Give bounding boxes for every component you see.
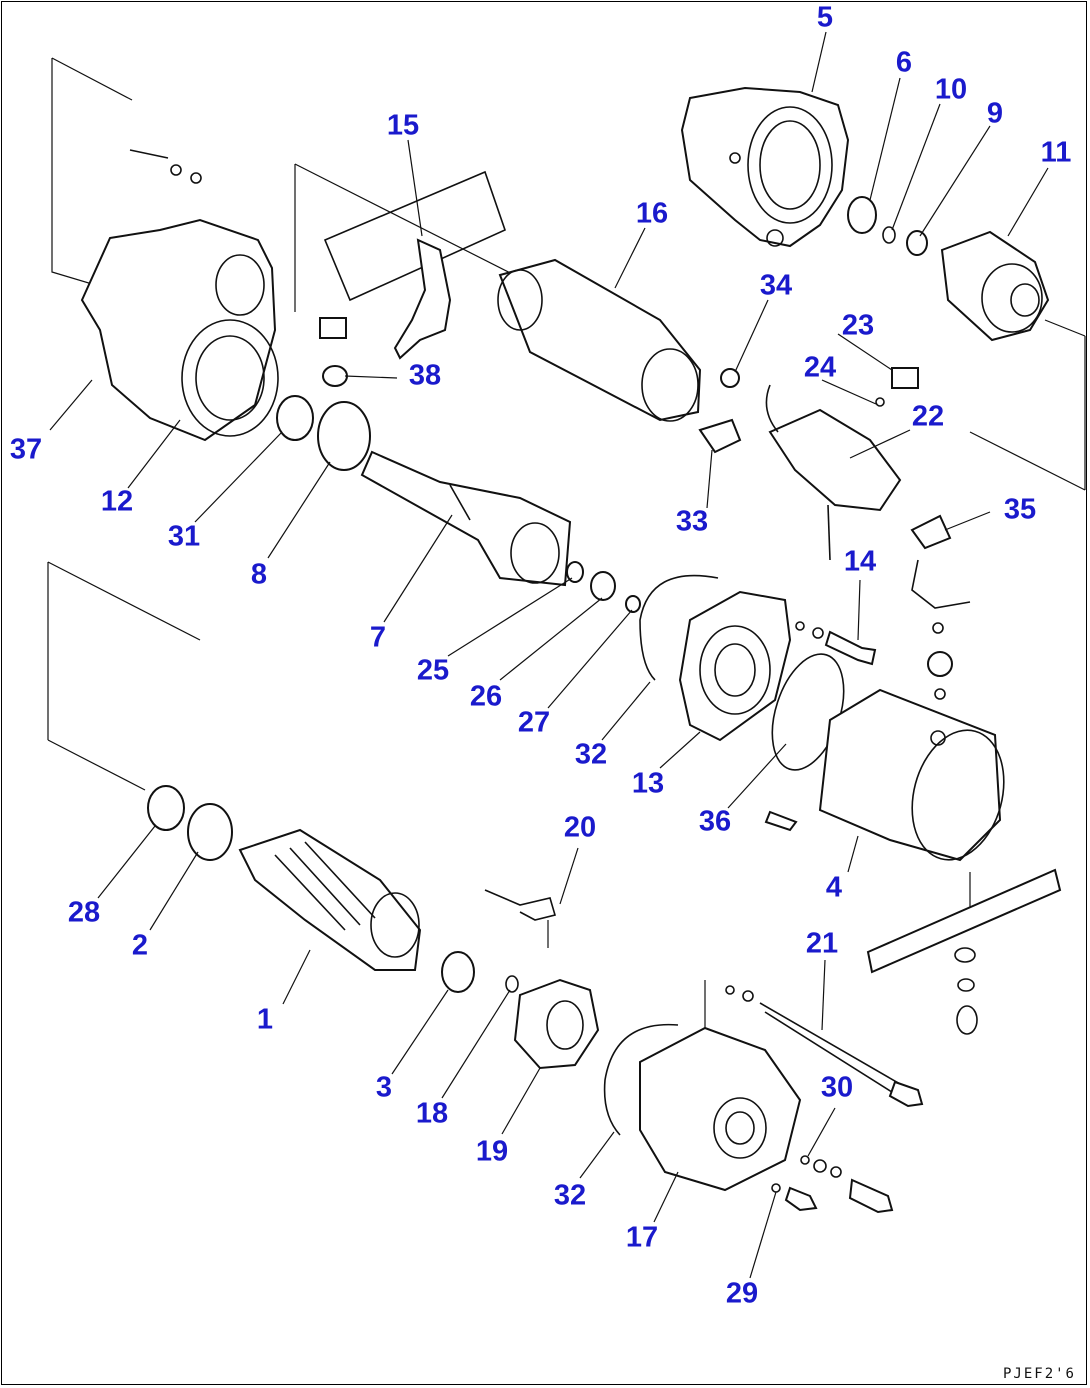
washer-28 bbox=[147, 785, 185, 831]
callout-9: 9 bbox=[986, 97, 1004, 130]
callout-21: 21 bbox=[805, 927, 839, 960]
assembly-guide-lines bbox=[47, 57, 1086, 1110]
callout-28: 28 bbox=[67, 896, 101, 929]
spring-part bbox=[322, 365, 348, 387]
callout-12: 12 bbox=[100, 485, 134, 518]
callout-22: 22 bbox=[911, 400, 945, 433]
callout-20: 20 bbox=[563, 811, 597, 844]
bearing-part-8 bbox=[317, 401, 371, 471]
washer-18 bbox=[505, 975, 519, 993]
callout-25: 25 bbox=[416, 654, 450, 687]
callout-10: 10 bbox=[934, 73, 968, 106]
end-frame-part bbox=[639, 1026, 802, 1192]
brush-holder-19 bbox=[513, 978, 600, 1070]
bolt-14 bbox=[795, 621, 877, 666]
bearing-2 bbox=[187, 803, 233, 861]
pinion-clutch-part bbox=[940, 230, 1050, 342]
callout-26: 26 bbox=[469, 680, 503, 713]
callout-2: 2 bbox=[131, 929, 149, 962]
callout-5: 5 bbox=[816, 1, 834, 34]
callout-1: 1 bbox=[256, 1003, 274, 1036]
terminal-35 bbox=[910, 514, 971, 700]
callout-23: 23 bbox=[841, 309, 875, 342]
terminal-33 bbox=[698, 418, 742, 454]
through-bolt-21 bbox=[725, 985, 924, 1108]
callout-11: 11 bbox=[1040, 136, 1072, 169]
bearing-3 bbox=[441, 951, 475, 993]
washer-stack bbox=[566, 561, 641, 613]
shift-lever-part bbox=[319, 170, 506, 360]
drive-housing-part bbox=[680, 86, 850, 248]
armature-part bbox=[238, 828, 422, 971]
brush-holder-part bbox=[765, 367, 919, 561]
callout-19: 19 bbox=[475, 1135, 509, 1168]
callout-8: 8 bbox=[250, 558, 268, 591]
callout-31: 31 bbox=[167, 520, 201, 553]
callout-17: 17 bbox=[625, 1221, 659, 1254]
callout-15: 15 bbox=[386, 109, 420, 142]
callout-16: 16 bbox=[635, 197, 669, 230]
callout-13: 13 bbox=[631, 767, 665, 800]
strap-and-screws bbox=[866, 868, 1062, 1035]
small-bolts-top bbox=[129, 149, 202, 184]
bushing-and-washers bbox=[847, 196, 928, 256]
yoke-part bbox=[764, 688, 1005, 862]
callout-18: 18 bbox=[415, 1097, 449, 1130]
callout-35: 35 bbox=[1003, 493, 1037, 526]
callout-34: 34 bbox=[759, 269, 793, 302]
callout-leader-lines bbox=[49, 31, 1049, 1279]
o-ring-upper bbox=[639, 574, 719, 681]
callout-6: 6 bbox=[895, 46, 913, 79]
nut-34 bbox=[720, 368, 740, 388]
callout-27: 27 bbox=[517, 706, 551, 739]
callout-32-upper: 32 bbox=[574, 738, 608, 771]
callout-38: 38 bbox=[408, 359, 442, 392]
gear-housing-part bbox=[80, 218, 279, 442]
callout-37: 37 bbox=[9, 433, 43, 466]
callout-29: 29 bbox=[725, 1277, 759, 1310]
callout-24: 24 bbox=[803, 351, 837, 384]
bearing-part bbox=[276, 395, 314, 441]
callout-30: 30 bbox=[820, 1071, 854, 1104]
callout-33: 33 bbox=[675, 505, 709, 538]
o-ring-lower bbox=[603, 1023, 679, 1136]
callout-3: 3 bbox=[375, 1071, 393, 1104]
magnetic-switch-part bbox=[497, 258, 702, 422]
callout-32-lower: 32 bbox=[553, 1179, 587, 1212]
callout-36: 36 bbox=[698, 805, 732, 838]
screws-29-30 bbox=[771, 1155, 894, 1214]
callout-14: 14 bbox=[843, 545, 877, 578]
center-bracket-part bbox=[678, 590, 792, 742]
drawing-code: PJEF2'6 bbox=[1002, 1366, 1076, 1382]
callout-4: 4 bbox=[825, 871, 843, 904]
pinion-shaft-part bbox=[360, 450, 572, 587]
spring-20 bbox=[484, 889, 557, 948]
callout-7: 7 bbox=[369, 621, 387, 654]
